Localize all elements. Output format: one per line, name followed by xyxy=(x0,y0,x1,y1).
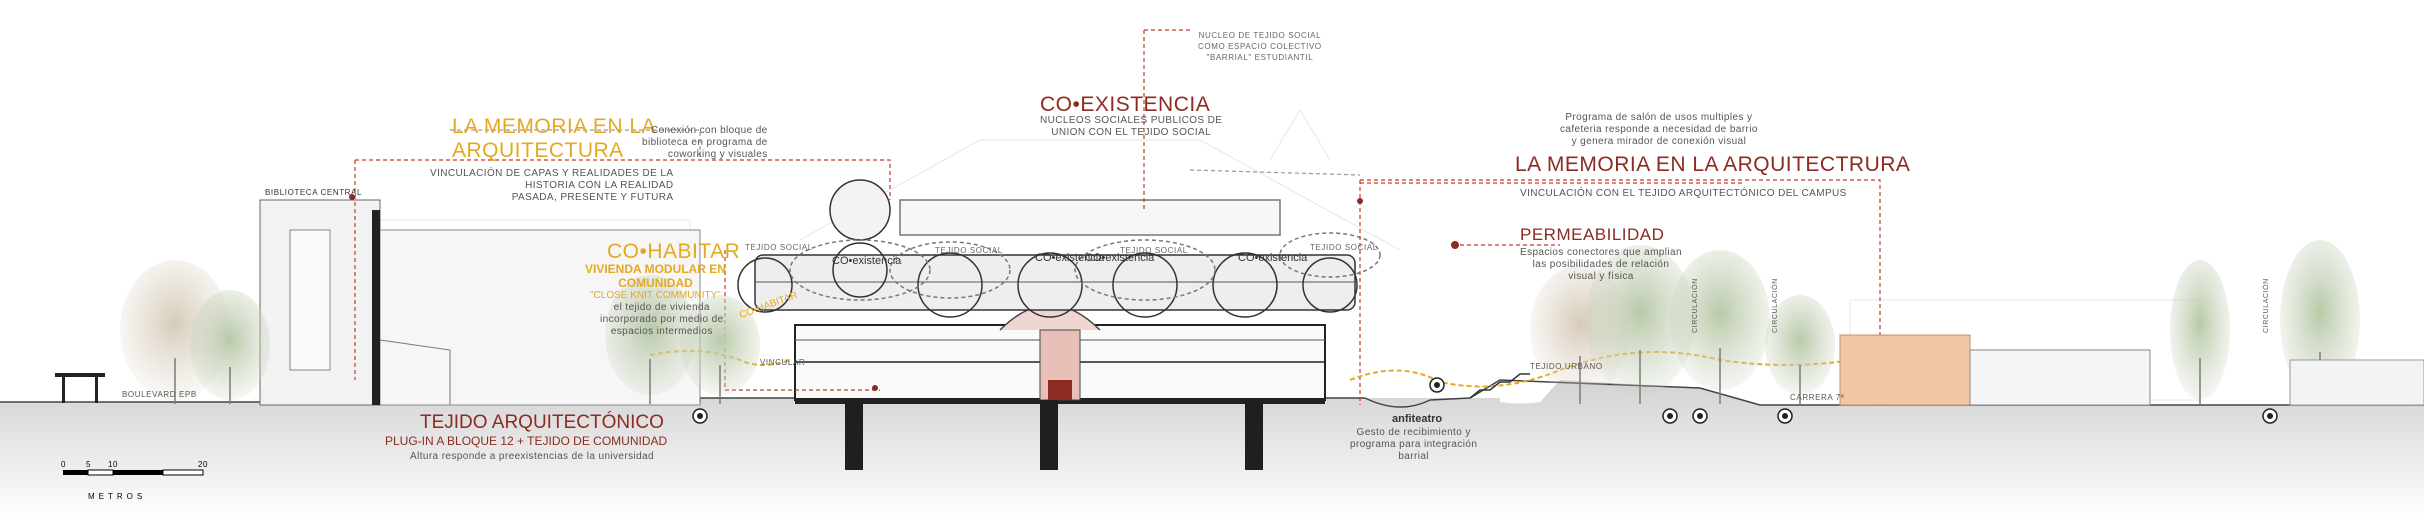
cohabitar-title: CO•HABITAR xyxy=(607,240,741,263)
section-marker-dot xyxy=(2267,413,2273,419)
social-node-outline xyxy=(789,239,931,301)
section-marker-dot xyxy=(1782,413,1788,419)
main-building xyxy=(794,304,1326,404)
anfiteatro-title: anfiteatro xyxy=(1392,413,1443,425)
coexistence-ring xyxy=(917,252,983,318)
coexistence-ring xyxy=(1302,257,1358,313)
coexistence-ring xyxy=(1212,252,1278,318)
callout-dots xyxy=(349,194,1459,391)
coexistence-rings xyxy=(737,232,1381,318)
scale-tick-0: 0 xyxy=(61,460,67,469)
coexistencia-title: CO•EXISTENCIA xyxy=(1040,93,1211,116)
amphitheatre-steps xyxy=(1469,373,1530,399)
tejido-social-tag-4: TEJIDO SOCIAL xyxy=(1310,243,1378,252)
section-markers xyxy=(692,377,2278,424)
biblioteca-central-label: BIBLIOTECA CENTRAL xyxy=(265,188,363,197)
housing-capsule-row xyxy=(754,254,1356,311)
tejido-social-tag-1: TEJIDO SOCIAL xyxy=(745,243,813,252)
section-marker-dot xyxy=(1667,413,1673,419)
coexistencia-tag-2: CO•existencia xyxy=(1035,252,1105,264)
social-node-outline xyxy=(1279,232,1381,278)
memoria-right-subtitle: VINCULACIÓN CON EL TEJIDO ARQUITECTÓNICO… xyxy=(1520,188,1847,199)
coexistencia-tag-3: CO•existencia xyxy=(1085,252,1155,264)
coexistence-ring xyxy=(737,257,793,313)
coexistence-ring xyxy=(1112,252,1178,318)
boulevard-label: BOULEVARD EPB xyxy=(122,390,197,399)
dashed-callout-lines xyxy=(354,29,1881,408)
tree-canopy xyxy=(2170,260,2230,400)
tree-canopy xyxy=(680,295,760,395)
tejido-arquitectonico-subtitle: PLUG-IN A BLOQUE 12 + TEJIDO DE COMUNIDA… xyxy=(385,434,668,448)
coexistencia-tag-1: CO•existencia xyxy=(832,255,902,267)
right-campus-blocks xyxy=(1839,334,2424,406)
vincular-label: VINCULAR xyxy=(760,358,806,367)
tejido-social-tag-3: TEJIDO SOCIAL xyxy=(1120,246,1188,255)
section-marker-dot xyxy=(1434,382,1440,388)
pergola xyxy=(55,373,105,403)
scale-tick-20: 20 xyxy=(198,460,209,469)
upper-modules xyxy=(829,179,1281,241)
scale-unit: METROS xyxy=(88,492,147,501)
tejido-arquitectonico-description: Altura responde a preexistencias de la u… xyxy=(410,451,655,462)
coexistence-ring xyxy=(832,242,888,298)
tree-canopy xyxy=(1765,295,1835,395)
coexistencia-tag-4: CO•existencia xyxy=(1238,252,1308,264)
social-node-outline xyxy=(1074,239,1216,301)
tree-canopy xyxy=(1585,245,1695,395)
scale-bar xyxy=(63,469,204,476)
coexistence-ring xyxy=(1017,252,1083,318)
section-marker-dot xyxy=(697,413,703,419)
tejido-social-tag-2: TEJIDO SOCIAL xyxy=(935,246,1003,255)
memoria-right-title: LA MEMORIA EN LA ARQUITECTRURA xyxy=(1515,153,1911,176)
circulacion-label-3: CIRCULACIÓN xyxy=(2263,278,2270,333)
permeabilidad-title: PERMEABILIDAD xyxy=(1520,225,1665,244)
tree-canopy xyxy=(605,275,695,395)
cohabitar-quote: "CLOSE KNIT COMMUNITY" xyxy=(590,290,721,301)
carrera-label: CARRERA 7ª xyxy=(1790,393,1845,402)
tree-canopy xyxy=(190,290,270,400)
tejido-arquitectonico-title: TEJIDO ARQUITECTÓNICO xyxy=(420,412,664,433)
tree-canopy xyxy=(1670,250,1770,390)
social-node-outline xyxy=(889,241,1011,299)
scale-tick-5: 5 xyxy=(86,460,92,469)
circulacion-label-1: CIRCULACIÓN xyxy=(1692,278,1699,333)
foundation-piles xyxy=(845,400,1263,470)
circulacion-label-2: CIRCULACIÓN xyxy=(1772,278,1779,333)
tejido-urbano-label: TEJIDO URBANO xyxy=(1530,362,1603,371)
section-marker-dot xyxy=(1697,413,1703,419)
scale-tick-10: 10 xyxy=(108,460,119,469)
